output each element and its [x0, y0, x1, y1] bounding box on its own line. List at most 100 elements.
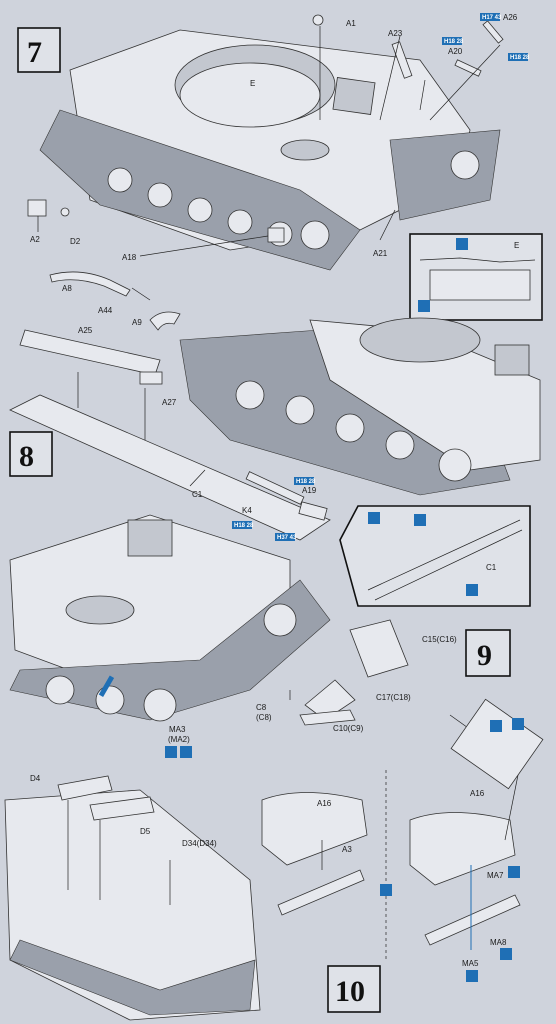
right-track	[389, 129, 501, 221]
label-a27: A27	[162, 398, 177, 407]
step-7-box	[17, 27, 61, 73]
glue-icon-ma7	[508, 866, 520, 878]
part-a9	[149, 311, 181, 331]
label-d4: D4	[30, 774, 41, 783]
turret-ring-8	[359, 317, 481, 363]
glue-icon-10	[512, 718, 524, 730]
paint-code-a20b: H18 28	[508, 53, 530, 61]
part-c10	[299, 709, 356, 726]
label-ma5: MA5	[462, 959, 479, 968]
leader-a21	[379, 209, 396, 241]
step-8-box	[9, 431, 53, 477]
paint-code-a19-top: H18 28	[294, 477, 316, 485]
hatch-8	[494, 344, 530, 376]
label-k4: K4	[242, 506, 252, 515]
leader-a44	[131, 287, 151, 301]
part-a19	[298, 501, 328, 521]
label-ma8: MA8	[490, 938, 507, 947]
label-a18: A18	[122, 253, 137, 262]
road-wheels-9	[45, 603, 297, 722]
leader-a26	[429, 44, 501, 121]
leader-a18	[139, 235, 269, 257]
part-a26	[482, 20, 504, 44]
fender-c1	[9, 394, 331, 541]
label-ma7: MA7	[487, 871, 504, 880]
label-e: E	[250, 79, 255, 88]
part-a16-right	[409, 812, 516, 886]
label-a9: A9	[132, 318, 142, 327]
label-ma2: (MA2)	[168, 735, 190, 744]
label-a8: A8	[62, 284, 72, 293]
step-7: 7 A1	[17, 13, 543, 321]
label-a16: A16	[317, 799, 332, 808]
label-d34: D34(D34)	[182, 839, 217, 848]
glue-icon-ma8	[500, 948, 512, 960]
pliers-icon-c1a	[414, 514, 426, 526]
label-a20: A20	[448, 47, 463, 56]
step-10: 10 D4 D5 D34(D34) A16 A3 A16 MA7 MA8 MA5	[4, 698, 544, 1021]
label-e-inset: E	[514, 241, 519, 250]
step-9-number: 9	[477, 639, 492, 672]
label-c8b: (C8)	[256, 713, 272, 722]
part-d2	[60, 207, 70, 217]
part-a23	[391, 41, 413, 79]
step-8-number: 8	[19, 440, 34, 473]
label-c17: C17(C18)	[376, 693, 411, 702]
hatch	[332, 77, 376, 115]
svg-text:H37 43: H37 43	[277, 535, 297, 541]
part-c15	[349, 619, 409, 678]
svg-text:H18 28: H18 28	[444, 39, 464, 45]
inset-detail-10	[450, 698, 544, 790]
label-a1: A1	[346, 19, 356, 28]
part-a16	[261, 792, 368, 866]
part-a3	[277, 869, 365, 916]
step-10-box	[327, 965, 381, 1013]
swap-icon	[380, 884, 392, 896]
glue-icons-ma3	[165, 746, 192, 758]
label-a2: A2	[30, 235, 40, 244]
glue-icon-c1	[368, 512, 380, 524]
part-d5	[89, 796, 155, 821]
glue-icon-ma5	[466, 970, 478, 982]
paint-code-k4: H18 28	[232, 521, 254, 529]
pliers-icon-10	[490, 720, 502, 732]
step-9-box	[465, 629, 511, 677]
label-c1-inset: C1	[486, 563, 497, 572]
label-d5: D5	[140, 827, 151, 836]
label-a26: A26	[503, 13, 518, 22]
glue-icon	[418, 300, 430, 312]
leader-a20	[419, 79, 426, 111]
label-c1: C1	[192, 490, 203, 499]
label-d2: D2	[70, 237, 81, 246]
label-a21: A21	[373, 249, 388, 258]
pliers-icon	[456, 238, 468, 250]
step-8: 8 A8 A44 A9 A25 A27 C1 K4 A19	[9, 271, 541, 607]
label-a3: A3	[342, 845, 352, 854]
label-a19: A19	[302, 486, 317, 495]
turret-ring-inner	[179, 62, 321, 128]
svg-text:H18 28: H18 28	[234, 523, 254, 529]
svg-text:H17 43: H17 43	[482, 15, 502, 21]
part-ma-bar	[424, 894, 521, 946]
hatch-9	[127, 519, 173, 557]
part-a25	[19, 329, 161, 376]
part-ma3-highlight	[98, 675, 115, 698]
part-a20	[454, 59, 482, 77]
label-a16-right: A16	[470, 789, 485, 798]
leader-a23	[379, 35, 401, 121]
step-10-number: 10	[335, 975, 365, 1008]
paint-code-a26: H17 43	[480, 13, 502, 21]
label-a23: A23	[388, 29, 403, 38]
label-ma3: MA3	[169, 725, 186, 734]
svg-text:H18 28: H18 28	[296, 479, 316, 485]
paint-code-a19: H37 43	[275, 533, 297, 541]
label-c8: C8	[256, 703, 267, 712]
part-a18	[267, 227, 285, 243]
part-a1	[312, 14, 324, 26]
part-a8	[49, 271, 131, 297]
road-wheels-8	[235, 380, 472, 482]
leader-c1	[189, 469, 206, 487]
part-d4	[57, 775, 113, 801]
hull-opening	[280, 139, 330, 161]
